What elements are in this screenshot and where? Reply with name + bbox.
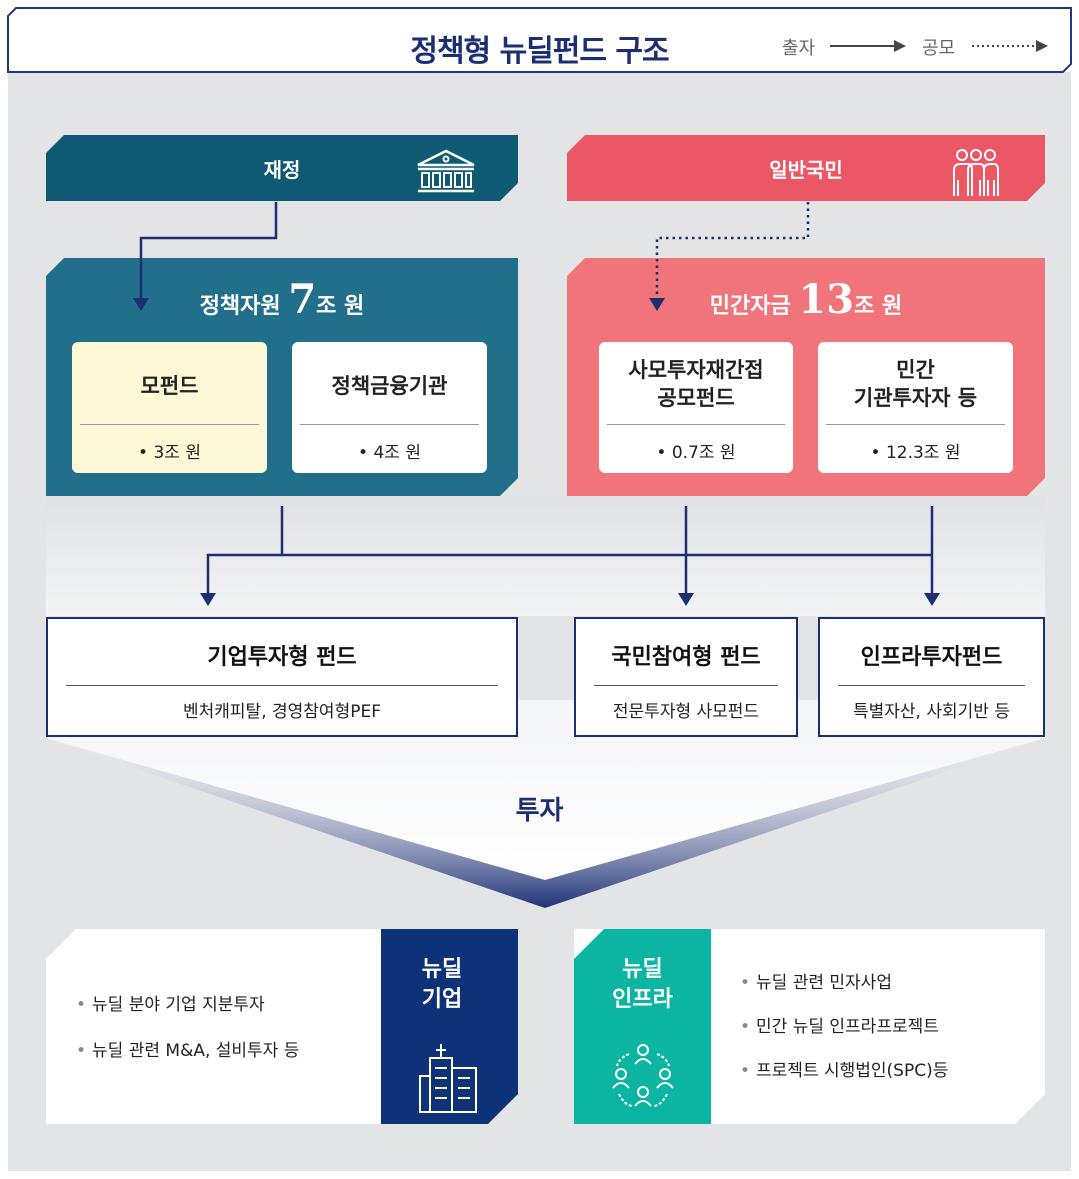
fof-public-fund-card: 사모투자재간접 공모펀드 • 0.7조 원 [599, 342, 793, 473]
fund-divider [66, 685, 498, 686]
header-frame [7, 7, 1072, 73]
infra-bullet-1: •뉴딜 관련 민자사업 [740, 973, 892, 993]
card-divider [80, 424, 259, 425]
policy-finance-name: 정책금융기관 [331, 374, 448, 398]
legend-solid-label: 출자 [782, 38, 816, 59]
corporate-investment-fund: 기업투자형 펀드 벤처캐피탈, 경영참여형PEF [46, 617, 518, 737]
institutional-value: • 12.3조 원 [870, 443, 961, 463]
public-label: 일반국민 [769, 157, 843, 182]
policy-resources-title: 정책자원 7조 원 [46, 276, 518, 323]
legend-dotted-label: 공모 [922, 38, 956, 59]
card-divider [300, 424, 479, 425]
invest-label: 투자 [515, 796, 564, 826]
buildings-icon [419, 1044, 477, 1113]
network-people-icon [612, 1044, 674, 1107]
policy-finance-value: • 4조 원 [358, 443, 421, 463]
policy-amount: 7 [288, 276, 317, 323]
company-bullet-2: •뉴딜 관련 M&A, 설비투자 등 [76, 1041, 300, 1061]
private-title-prefix: 민간자금 [709, 294, 799, 319]
legend-dotted-arrow-icon [972, 40, 1048, 52]
private-funds-title: 민간자금 13조 원 [567, 276, 1045, 323]
institutional-name-line2: 기관투자자 등 [853, 386, 978, 410]
newdeal-infra-label: 뉴딜 인프라 [574, 955, 711, 1015]
public-bar: 일반국민 [567, 135, 1045, 201]
institutional-investors-card: 민간 기관투자자 등 • 12.3조 원 [818, 342, 1013, 473]
investment-funnel [46, 700, 1045, 908]
company-bullet-1-text: 뉴딜 분야 기업 지분투자 [92, 995, 265, 1015]
corporate-fund-desc: 벤처캐피탈, 경영참여형PEF [183, 702, 381, 722]
newdeal-company-badge [381, 929, 518, 1124]
infra-bullet-3: •프로젝트 시행법인(SPC)등 [740, 1061, 949, 1081]
fof-name-line1: 사모투자재간접 [628, 358, 764, 382]
policy-title-prefix: 정책자원 [199, 294, 289, 319]
infra-fund-name: 인프라투자펀드 [860, 645, 1003, 670]
company-bullet-2-text: 뉴딜 관련 M&A, 설비투자 등 [92, 1041, 300, 1061]
page-title: 정책형 뉴딜펀드 구조 [410, 34, 669, 69]
fiscal-label: 재정 [263, 157, 301, 182]
mother-fund-value: • 3조 원 [138, 443, 201, 463]
public-participation-fund: 국민참여형 펀드 전문투자형 사모펀드 [574, 617, 798, 737]
policy-finance-card: 정책금융기관 • 4조 원 [292, 342, 487, 473]
newdeal-company-label: 뉴딜 기업 [381, 955, 503, 1015]
government-building-icon [417, 149, 475, 193]
infra-bullet-2-text: 민간 뉴딜 인프라프로젝트 [756, 1017, 939, 1037]
newdeal-company-label-line1: 뉴딜 [421, 957, 463, 982]
institutional-name-line1: 민간 [896, 358, 935, 382]
fund-divider [594, 685, 778, 686]
mother-fund-card: 모펀드 • 3조 원 [72, 342, 267, 473]
newdeal-infra-badge [574, 929, 711, 1124]
public-fund-name: 국민참여형 펀드 [611, 645, 761, 670]
infra-bullet-2: •민간 뉴딜 인프라프로젝트 [740, 1017, 939, 1037]
mother-fund-name: 모펀드 [140, 374, 199, 398]
infrastructure-fund: 인프라투자펀드 특별자산, 사회기반 등 [818, 617, 1045, 737]
fund-divider [838, 685, 1025, 686]
newdeal-infra-label-line2: 인프라 [612, 987, 673, 1012]
company-bullet-1: •뉴딜 분야 기업 지분투자 [76, 995, 265, 1015]
infra-fund-desc: 특별자산, 사회기반 등 [853, 702, 1010, 722]
fof-name-line2: 공모펀드 [657, 386, 735, 410]
people-icon [953, 149, 999, 196]
policy-title-suffix: 조 원 [316, 294, 365, 319]
card-divider [826, 424, 1005, 425]
card-divider [607, 424, 785, 425]
infra-bullet-1-text: 뉴딜 관련 민자사업 [756, 973, 892, 993]
fof-value: • 0.7조 원 [656, 443, 736, 463]
infra-bullet-3-text: 프로젝트 시행법인(SPC)등 [756, 1061, 949, 1081]
newdeal-company-label-line2: 기업 [421, 987, 463, 1012]
legend-solid-arrow-icon [830, 40, 906, 52]
private-amount: 13 [798, 276, 855, 323]
corporate-fund-name: 기업투자형 펀드 [207, 645, 357, 670]
public-fund-desc: 전문투자형 사모펀드 [612, 702, 760, 722]
private-title-suffix: 조 원 [854, 294, 903, 319]
newdeal-infra-label-line1: 뉴딜 [622, 957, 663, 982]
